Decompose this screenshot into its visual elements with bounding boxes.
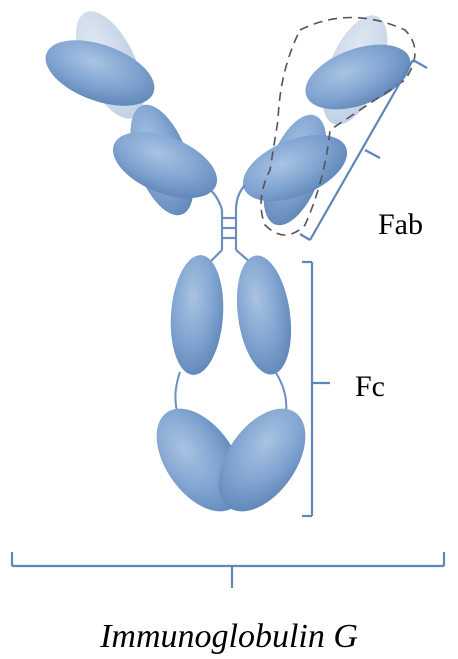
hinge-region [205,185,250,262]
fc-right-ch2-domain [230,252,298,378]
fc-left-ch2-domain [167,253,227,376]
fc-bracket [302,262,330,516]
fc-label: Fc [355,370,385,403]
fab-label: Fab [378,208,423,241]
left-fab-arm [37,1,227,223]
fc-region [139,252,323,527]
fc-left-linker [175,372,180,415]
igg-bracket [12,552,444,588]
diagram-title: Immunoglobulin G [99,618,358,655]
